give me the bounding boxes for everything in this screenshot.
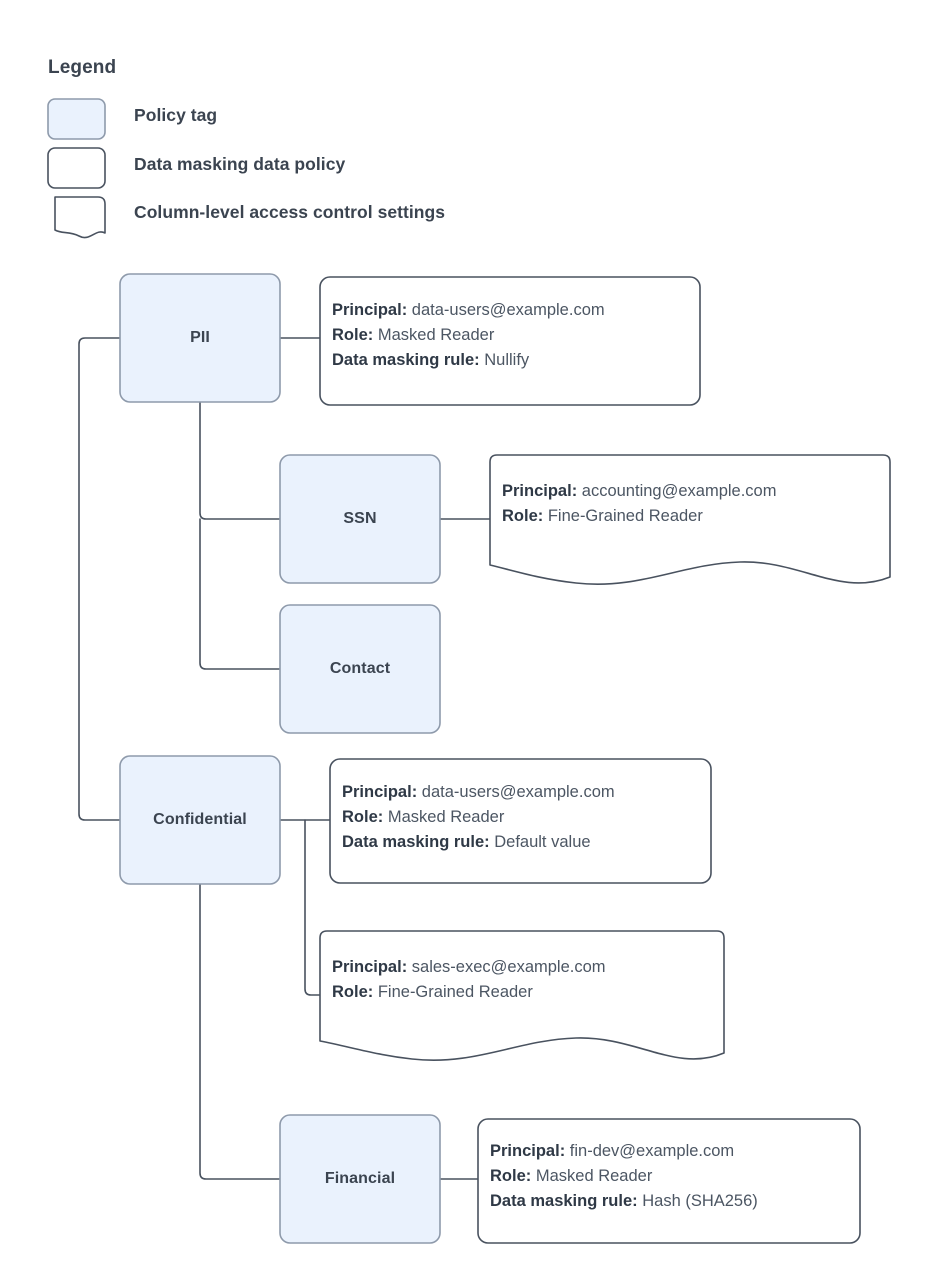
detail-box-financial-shape[interactable] [477, 1118, 861, 1244]
detail-text-confidential-acl: Principal: sales-exec@example.com Role: … [332, 955, 606, 1005]
value-principal: sales-exec@example.com [411, 958, 606, 976]
connector-confidential-financial [199, 881, 281, 1180]
value-principal: fin-dev@example.com [569, 1142, 735, 1160]
detail-principal-line: Principal: data-users@example.com [342, 780, 615, 805]
node-label-pii: PII [190, 329, 210, 346]
node-label-financial: Financial [324, 1170, 396, 1187]
label-role: Role: [490, 1167, 532, 1185]
node-contact-shape[interactable] [279, 604, 441, 734]
label-role: Role: [502, 507, 544, 525]
detail-principal-line: Principal: fin-dev@example.com [490, 1139, 758, 1164]
label-principal: Principal: [332, 301, 408, 319]
legend-title: Legend [48, 57, 117, 78]
legend-label-policy-tag: Policy tag [134, 105, 218, 125]
label-principal: Principal: [490, 1142, 566, 1160]
detail-text-confidential: Principal: data-users@example.com Role: … [342, 780, 615, 855]
value-role: Fine-Grained Reader [377, 983, 533, 1001]
detail-masking-line: Data masking rule: Default value [342, 830, 615, 855]
node-confidential-shape[interactable] [119, 755, 281, 885]
detail-role-line: Role: Masked Reader [490, 1164, 758, 1189]
connector-pii-contact [199, 518, 281, 670]
value-role: Fine-Grained Reader [547, 507, 703, 525]
detail-box-pii-shape[interactable] [319, 276, 701, 406]
node-label-ssn: SSN [343, 510, 377, 527]
connector-trunk [78, 337, 121, 821]
detail-text-financial: Principal: fin-dev@example.com Role: Mas… [490, 1139, 758, 1214]
label-role: Role: [332, 326, 374, 344]
detail-text-pii: Principal: data-users@example.com Role: … [332, 298, 605, 373]
node-label-confidential: Confidential [153, 811, 247, 828]
value-role: Masked Reader [387, 808, 505, 826]
legend-swatch-policy-tag [47, 98, 106, 140]
value-principal: data-users@example.com [421, 783, 615, 801]
connector-confidential-acl [304, 819, 321, 996]
legend-label-masking-policy: Data masking data policy [134, 154, 346, 174]
detail-masking-line: Data masking rule: Nullify [332, 348, 605, 373]
value-role: Masked Reader [535, 1167, 653, 1185]
value-principal: data-users@example.com [411, 301, 605, 319]
label-masking-rule: Data masking rule: [342, 833, 490, 851]
node-pii-shape[interactable] [119, 273, 281, 403]
detail-role-line: Role: Masked Reader [332, 323, 605, 348]
label-masking-rule: Data masking rule: [332, 351, 480, 369]
value-principal: accounting@example.com [581, 482, 777, 500]
legend-swatch-column-acl [54, 196, 106, 239]
detail-principal-line: Principal: accounting@example.com [502, 479, 776, 504]
value-masking-rule: Default value [494, 833, 591, 851]
detail-text-ssn: Principal: accounting@example.com Role: … [502, 479, 776, 529]
detail-role-line: Role: Fine-Grained Reader [502, 504, 776, 529]
detail-role-line: Role: Masked Reader [342, 805, 615, 830]
label-principal: Principal: [332, 958, 408, 976]
label-principal: Principal: [502, 482, 578, 500]
node-ssn-shape[interactable] [279, 454, 441, 584]
detail-principal-line: Principal: sales-exec@example.com [332, 955, 606, 980]
detail-box-confidential-shape[interactable] [329, 758, 712, 884]
node-label-contact: Contact [329, 660, 391, 677]
legend-swatch-masking-policy [47, 147, 106, 189]
detail-box-confidential-acl-shape[interactable] [319, 930, 725, 1061]
node-financial-shape[interactable] [279, 1114, 441, 1244]
detail-principal-line: Principal: data-users@example.com [332, 298, 605, 323]
detail-role-line: Role: Fine-Grained Reader [332, 980, 606, 1005]
value-masking-rule: Nullify [484, 351, 530, 369]
value-masking-rule: Hash (SHA256) [642, 1192, 758, 1210]
detail-masking-line: Data masking rule: Hash (SHA256) [490, 1189, 758, 1214]
label-principal: Principal: [342, 783, 418, 801]
label-masking-rule: Data masking rule: [490, 1192, 638, 1210]
detail-box-ssn-shape[interactable] [489, 454, 891, 585]
connector-pii-children [199, 401, 281, 520]
label-role: Role: [332, 983, 374, 1001]
legend-label-column-acl: Column-level access control settings [134, 202, 446, 222]
value-role: Masked Reader [377, 326, 495, 344]
label-role: Role: [342, 808, 384, 826]
